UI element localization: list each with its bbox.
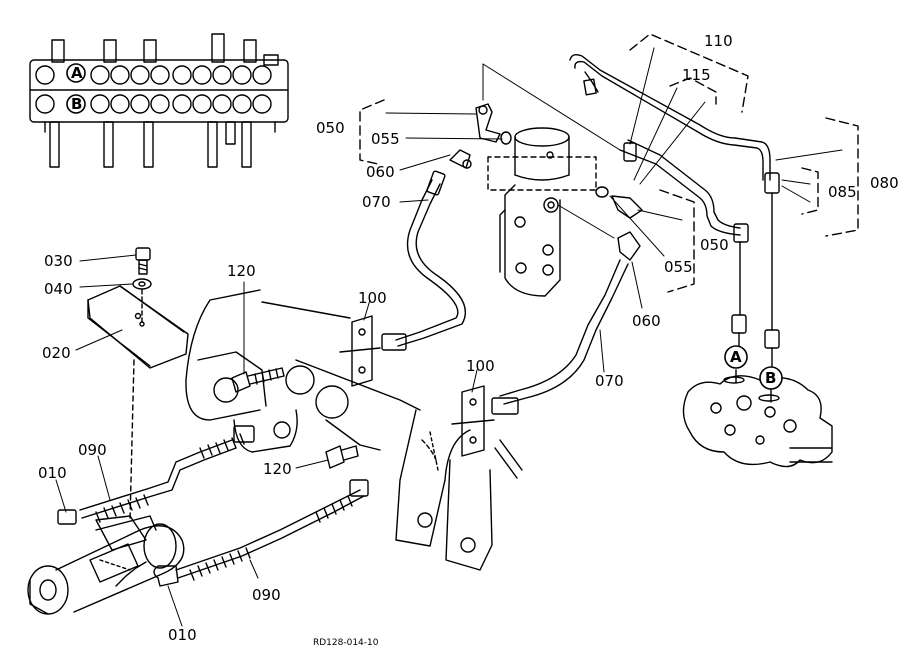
port-b-marker: B bbox=[765, 369, 776, 387]
bracket-100-top bbox=[339, 315, 381, 387]
flow-divider-valve bbox=[487, 127, 597, 297]
hydraulic-control-valve bbox=[682, 375, 833, 468]
label-120-top: 120 bbox=[227, 262, 256, 280]
label-085: 085 bbox=[828, 183, 857, 201]
label-120-bottom: 120 bbox=[263, 460, 292, 478]
label-070-right: 070 bbox=[595, 372, 624, 390]
label-050-upper: 050 bbox=[316, 119, 345, 137]
label-055-upper: 055 bbox=[371, 130, 400, 148]
bolt-030 bbox=[135, 247, 151, 275]
label-090-upper: 090 bbox=[78, 441, 107, 459]
hose-070-left bbox=[381, 170, 467, 351]
label-100-top: 100 bbox=[358, 289, 387, 307]
drawing-code: RD128-014-10 bbox=[313, 638, 379, 648]
part-labels: 110 115 050 055 060 070 085 080 050 055 … bbox=[38, 32, 899, 648]
port-a-marker: A bbox=[730, 348, 742, 366]
label-060-upper: 060 bbox=[366, 163, 395, 181]
label-010-lower: 010 bbox=[168, 626, 197, 644]
label-070-left: 070 bbox=[362, 193, 391, 211]
bolt-120-top bbox=[231, 367, 285, 393]
label-010-upper: 010 bbox=[38, 464, 67, 482]
inset-port-a-marker: A bbox=[71, 64, 83, 82]
steel-pipes bbox=[569, 53, 780, 243]
control-valve-inset bbox=[29, 33, 289, 168]
port-markers: A B A B bbox=[71, 64, 783, 390]
washer-040 bbox=[132, 278, 152, 290]
fittings bbox=[449, 103, 643, 261]
label-055-lower: 055 bbox=[664, 258, 693, 276]
label-030: 030 bbox=[44, 252, 73, 270]
group-brackets bbox=[359, 33, 859, 293]
label-050-lower: 050 bbox=[700, 236, 729, 254]
hose-090-lower bbox=[153, 479, 369, 587]
label-100-bottom: 100 bbox=[466, 357, 495, 375]
label-115: 115 bbox=[682, 66, 711, 84]
bracket-020 bbox=[87, 285, 189, 369]
hose-070-right bbox=[491, 259, 629, 415]
label-060-lower: 060 bbox=[632, 312, 661, 330]
label-110: 110 bbox=[704, 32, 733, 50]
hydraulic-cylinder bbox=[27, 515, 185, 615]
label-080: 080 bbox=[870, 174, 899, 192]
label-040: 040 bbox=[44, 280, 73, 298]
label-090-lower: 090 bbox=[252, 586, 281, 604]
bolt-120-bottom bbox=[325, 445, 359, 469]
leader-lines bbox=[55, 47, 843, 627]
inset-port-b-marker: B bbox=[71, 95, 82, 113]
bracket-100-bottom bbox=[451, 385, 495, 457]
port-lines bbox=[731, 192, 780, 403]
hitch-frame bbox=[185, 289, 523, 571]
label-020: 020 bbox=[42, 344, 71, 362]
